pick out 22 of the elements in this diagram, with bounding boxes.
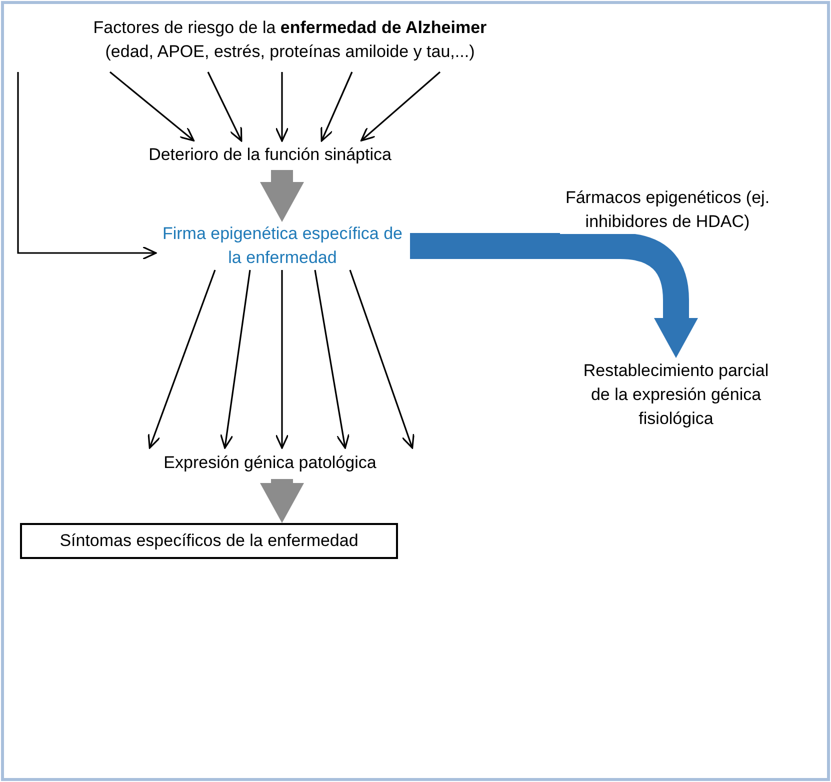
arrow xyxy=(148,270,216,449)
block-arrow xyxy=(260,170,304,222)
node-text: Deterioro de la función sináptica xyxy=(148,144,392,166)
node-text: (edad, APOE, estrés, proteínas amiloide y tau,...) xyxy=(105,41,475,63)
node-text: Firma epigenética específica de la enfermedad xyxy=(161,223,404,269)
arrow xyxy=(17,72,157,260)
arrow xyxy=(360,71,441,142)
arrow xyxy=(275,72,289,142)
node-text: Expresión génica patológica xyxy=(164,452,376,474)
arrow xyxy=(314,270,350,449)
arrow xyxy=(275,270,289,449)
block-arrow xyxy=(260,479,304,523)
box-label: Síntomas específicos de la enfermedad xyxy=(60,530,358,552)
heading-text: Factores de riesgo de la enfermedad de Alzheimer xyxy=(93,17,487,39)
arrow xyxy=(349,270,414,449)
arrow xyxy=(207,72,242,142)
block-arrow xyxy=(410,233,698,358)
arrow xyxy=(320,72,353,142)
node-text: Restablecimiento parcial de la expresión génica fisiológica xyxy=(582,360,770,430)
arrow xyxy=(220,270,251,449)
arrow xyxy=(110,71,195,142)
process-box xyxy=(20,523,398,559)
